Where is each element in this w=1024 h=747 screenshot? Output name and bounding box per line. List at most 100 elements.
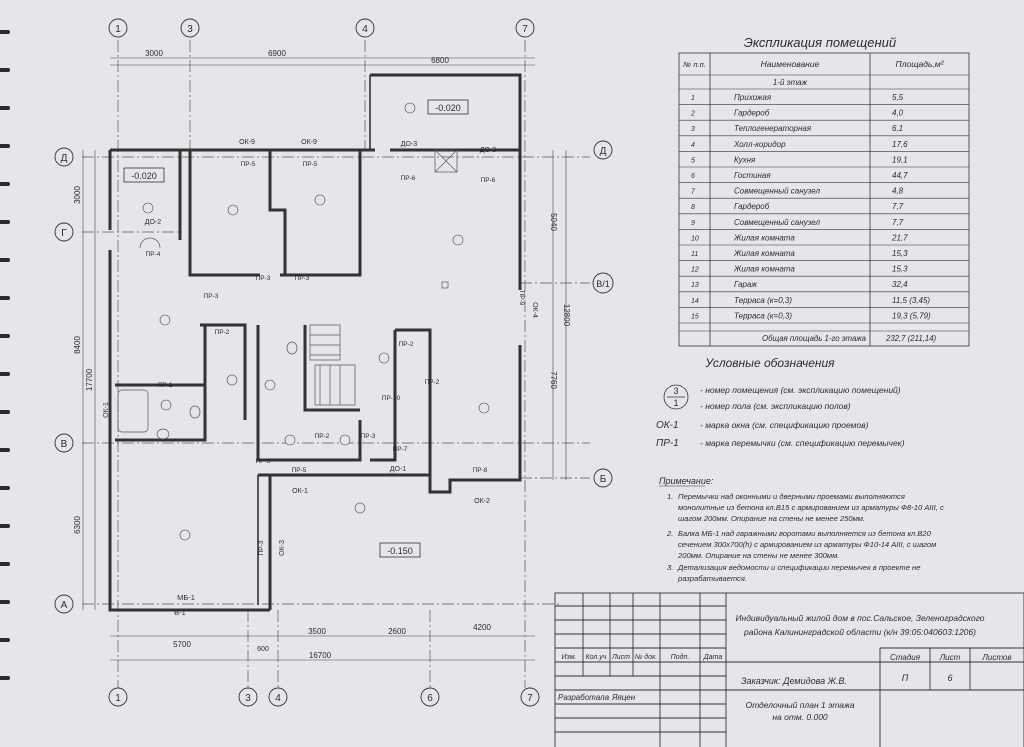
window-mark: ОК-1 — [103, 402, 110, 418]
table-row-name: Жилая комната — [733, 249, 795, 258]
binder-ring — [0, 144, 10, 148]
lintel-mark: ПР-3 — [295, 275, 310, 282]
table-row-number: 12 — [691, 267, 699, 274]
table-row-area: 19,1 — [892, 155, 908, 164]
col-sign: Подп. — [671, 653, 690, 661]
table-row-area: 19,3 (5,79) — [892, 311, 931, 320]
table-row-area: 4,8 — [892, 187, 904, 196]
window-mark: ОК-9 — [239, 139, 255, 146]
legend-mark-window: ОК-1 — [656, 420, 679, 431]
binder-ring — [0, 562, 10, 566]
binder-ring — [0, 296, 10, 300]
lintel-mark: ПР-2 — [215, 329, 230, 336]
note-1-line: монолитные из бетона кл.В15 с армировани… — [678, 503, 944, 512]
lintel-mark: ПР-3 — [256, 458, 271, 465]
header-num: № п.п. — [683, 60, 706, 69]
drawing-title-line: на отм. 0.000 — [772, 712, 828, 722]
lintel-mark: ПР-3 — [204, 293, 219, 300]
lintel-mark: ПР-5 — [292, 467, 307, 474]
dim-right-12800: 12800 — [562, 304, 571, 327]
table-row-number: 8 — [691, 204, 695, 211]
table-row-area: 5,5 — [892, 93, 904, 102]
dim-left-8400: 8400 — [73, 336, 82, 354]
binder-ring — [0, 486, 10, 490]
lintel-mark: ПР-2 — [425, 379, 440, 386]
table-row-area: 7,7 — [892, 218, 904, 227]
dim-bottom-total: 16700 — [309, 651, 332, 660]
table-row-area: 7,7 — [892, 202, 904, 211]
level-mark-entrance: -0.020 — [131, 171, 157, 181]
table-row-area: 21,7 — [891, 233, 908, 242]
dim-left-3000: 3000 — [73, 186, 82, 204]
sheets-label: Листов — [981, 653, 1011, 662]
col-izm: Изм. — [562, 654, 577, 661]
legend-mark-lintel: ПР-1 — [656, 438, 679, 449]
table-row-number: 11 — [691, 251, 698, 258]
stage-value: П — [902, 673, 909, 683]
total-value: 232,7 (211,14) — [885, 334, 937, 343]
window-mark: ОК-9 — [301, 139, 317, 146]
lintel-mark: ПР-5 — [241, 161, 256, 168]
table-row-area: 17,6 — [892, 140, 908, 149]
table-row-number: 6 — [691, 173, 695, 180]
axis-label-left-a: А — [61, 600, 68, 611]
axis-label-bottom-3: 3 — [245, 693, 251, 704]
lintel-mark: ПР-7 — [393, 446, 408, 453]
garage-marks: МБ-1 В-1 — [174, 593, 195, 617]
developed-name: Яяцен — [611, 693, 636, 702]
axis-labels: 1 3 4 7 1 3 4 6 7 Д Г В А Д В/1 Б — [61, 24, 610, 704]
project-name-line: района Калининградской области (к/н 39:0… — [743, 627, 976, 637]
table-row-number: 15 — [691, 313, 699, 320]
table-row-name: Терраса (к=0,3) — [734, 296, 792, 305]
binder-ring — [0, 524, 10, 528]
note-3-line: разрабатывается. — [677, 574, 747, 583]
header-name: Наименование — [761, 59, 820, 69]
level-mark-terrace: -0.020 — [435, 103, 461, 113]
lintel-mark: ПР-9 — [518, 291, 525, 306]
table-row-area: 44,7 — [892, 171, 908, 180]
level-mark-garage: -0.150 — [387, 546, 413, 556]
window-marks: ОК-9 ОК-9 ОК-1 ОК-2 ОК-1 ОК-3 ОК-4 ДО-3 … — [103, 139, 538, 556]
lintel-mark: ПР-6 — [401, 175, 416, 182]
binder-ring — [0, 68, 10, 72]
table-row-name: Жилая комната — [733, 233, 795, 242]
legend-item-floor: - номер пола (см. экспликацию полов) — [700, 401, 851, 411]
table-row-number: 14 — [691, 298, 699, 305]
window-mark: ОК-4 — [531, 302, 538, 318]
table-row-name: Гардероб — [734, 202, 770, 211]
window-mark: ДО-1 — [390, 466, 407, 473]
sheet-value: 6 — [947, 673, 952, 683]
axis-label-left-d: Д — [61, 153, 68, 164]
dim-top-6800: 6800 — [431, 56, 449, 65]
binder-ring — [0, 676, 10, 680]
window-mark: ОК-1 — [292, 488, 308, 495]
note-1-line: Перемычки над оконными и дверными проема… — [678, 492, 905, 501]
note-2-line: 200мм. Опирание на стены не менее 300мм. — [677, 551, 839, 560]
table-row-number: 1 — [691, 95, 695, 102]
gate-mark: В-1 — [174, 608, 186, 617]
table-row-number: 7 — [691, 189, 696, 196]
customer-label: Заказчик: Демидова Ж.В. — [741, 676, 847, 686]
dimension-lines — [82, 57, 567, 661]
table-row-name: Гостиная — [734, 171, 771, 180]
note-2-number: 2. — [666, 529, 673, 538]
axis-label-right-v1: В/1 — [596, 279, 610, 289]
window-mark: ОК-3 — [279, 540, 286, 556]
table-row-number: 5 — [691, 157, 695, 164]
binder-ring — [0, 600, 10, 604]
note-3-number: 3. — [667, 563, 673, 572]
table-row-number: 2 — [690, 111, 695, 118]
legend-item-room: - номер помещения (см. экспликацию помещ… — [700, 385, 901, 395]
sheet-label: Лист — [939, 653, 961, 662]
legend-symbol-bottom: 1 — [673, 398, 678, 408]
table-row-number: 10 — [691, 235, 699, 242]
notes-list: 1. Перемычки над оконными и дверными про… — [666, 492, 944, 583]
lintel-mark: ПР-2 — [315, 433, 330, 440]
legend-room-symbol — [663, 384, 689, 410]
table-row-area: 4,0 — [892, 109, 904, 118]
table-row-area: 11,5 (3,45) — [892, 296, 930, 305]
table-row-name: Кухня — [734, 155, 756, 164]
axis-label-top-3: 3 — [187, 24, 193, 35]
